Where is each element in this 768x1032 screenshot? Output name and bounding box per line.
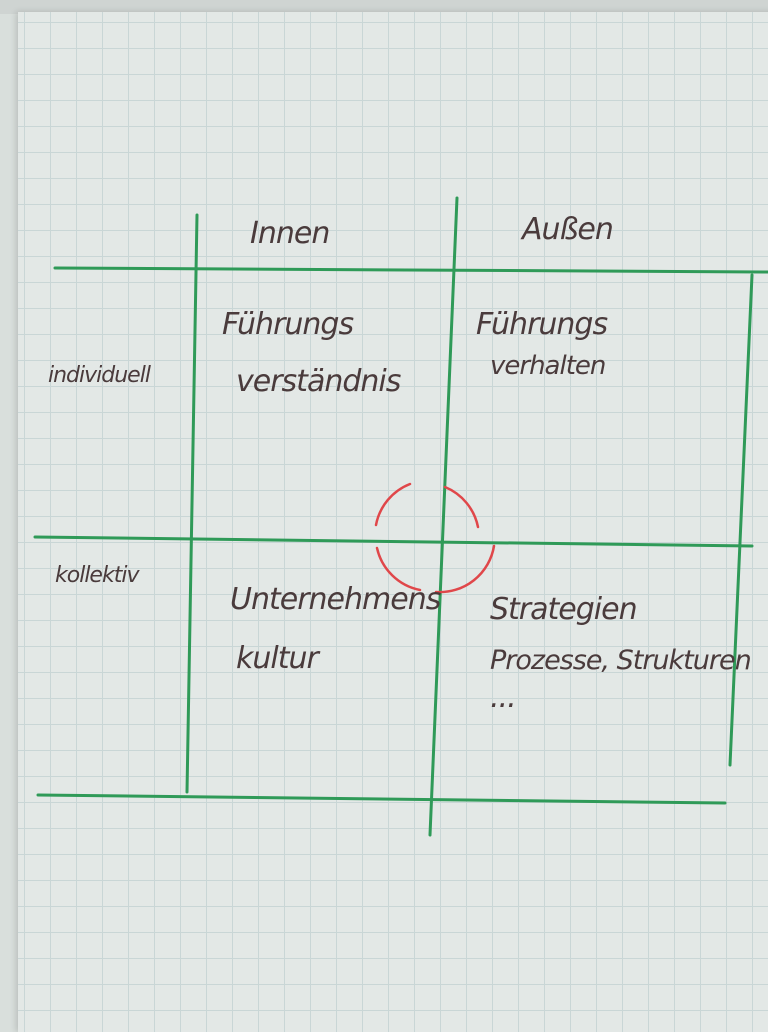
cell-kollektiv-innen: Unternehmens kultur (230, 580, 441, 678)
cell-text-line: Unternehmens (230, 582, 441, 617)
middle-line (33, 535, 754, 548)
cell-individuell-aussen: Führungs verhalten (476, 305, 608, 384)
header-line (53, 266, 768, 274)
cell-text-line: Führungs (476, 307, 608, 342)
left-column-line (185, 213, 199, 794)
column-header-aussen: Außen (522, 212, 614, 247)
cell-text-line: ... (490, 680, 517, 716)
middle-column-line (428, 196, 459, 837)
cell-text-line: Strategien (490, 592, 638, 627)
cell-kollektiv-aussen: Strategien Prozesse, Strukturen ... (490, 590, 752, 717)
cell-text-line: verständnis (236, 364, 401, 399)
cell-text-line: kultur (236, 641, 319, 676)
right-column-line (728, 273, 754, 767)
red-circle (374, 482, 496, 594)
grid-paper (18, 12, 768, 1032)
bottom-line (36, 793, 727, 805)
row-header-individuell: individuell (48, 363, 151, 388)
column-header-innen: Innen (250, 216, 330, 251)
paper-edge (0, 0, 768, 14)
cell-text-line: Führungs (222, 307, 354, 342)
row-header-kollektiv: kollektiv (55, 563, 139, 588)
cell-individuell-innen: Führungs verständnis (222, 305, 401, 401)
cell-text-line: verhalten (490, 351, 606, 381)
cell-text-line: Prozesse, Strukturen (490, 645, 752, 676)
